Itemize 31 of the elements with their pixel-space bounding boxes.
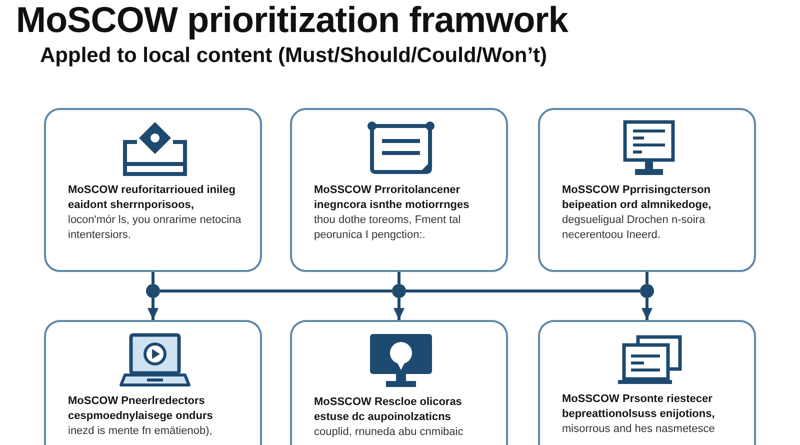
title: MoSCOW prioritization framwork <box>16 0 568 40</box>
card-text: thou dothe toreoms, Fment tal peorunica I pengction:. <box>314 213 462 243</box>
card-heading: MoSSCOW Pprrisingcterson beipeation ord almnikedoge, <box>562 183 712 212</box>
card-heading: MoSCOW Pneerlredectors cespmoednylaisege ondurs <box>68 394 214 423</box>
connector-line <box>646 272 648 284</box>
arrow <box>394 298 404 320</box>
card-text: inezd is mente fn emätienob), <box>68 424 214 439</box>
card-text: misorrous and hes nasmetesce <box>562 422 716 437</box>
card-text: degsueligual Drochen n-soira necerentoou Ineerd. <box>562 213 706 243</box>
connector-line <box>406 290 640 292</box>
card-heading: MoSSCOW Prroritolancener inegncora isnthe motiorrnges <box>314 183 470 212</box>
card-text: locon'mór ls, you onrarime netocina intentersiors. <box>68 213 242 243</box>
junction-dot <box>640 284 654 298</box>
connector-line <box>160 290 392 292</box>
card-heading: MoSCOW reuforitarrioued inileg eaidont sherrnporisoos, <box>68 183 236 212</box>
card <box>44 320 262 445</box>
card <box>290 108 508 272</box>
card-text: couplid, rnuneda abu cnmibaic <box>314 425 464 440</box>
subtitle: Appled to local content (Must/Should/Could/Won’t) <box>40 43 548 68</box>
card-heading: MoSSCOW Prsonte riestecer bepreattionolsuss enijotions, <box>562 392 716 421</box>
card <box>290 320 508 445</box>
card <box>44 108 262 272</box>
connector-line <box>398 272 400 284</box>
junction-dot <box>146 284 160 298</box>
arrow <box>642 298 652 320</box>
card-heading: MoSSCOW Rescloe olicoras estuse dc aupoinolzaticns <box>314 395 463 424</box>
junction-dot <box>392 284 406 298</box>
card <box>538 108 756 272</box>
connector-line <box>152 272 154 284</box>
arrow <box>148 298 158 320</box>
card <box>538 320 756 445</box>
